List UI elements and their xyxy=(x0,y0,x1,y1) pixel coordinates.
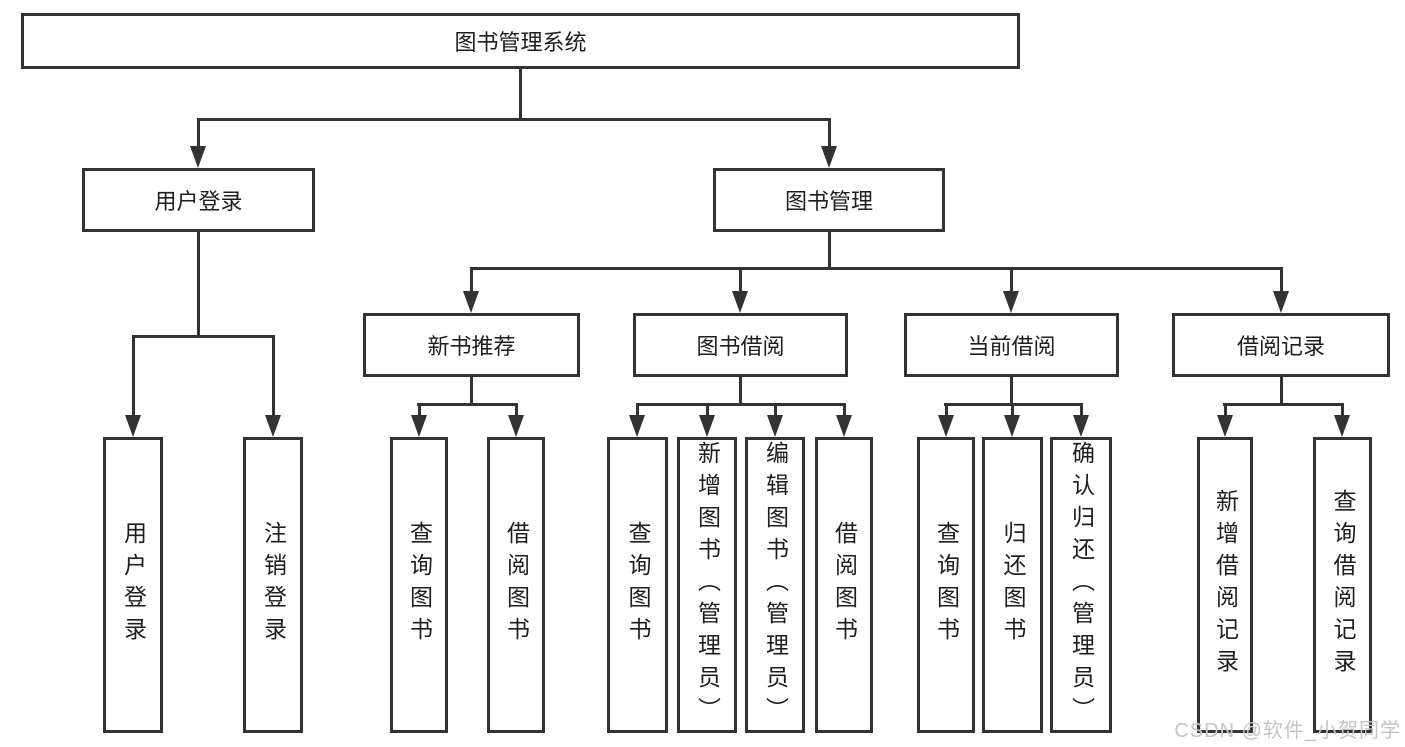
connector-line xyxy=(636,403,639,420)
connector-line xyxy=(272,335,275,420)
node-label: 借阅记录 xyxy=(1236,334,1325,359)
connector-line xyxy=(1010,267,1013,295)
arrow-down-icon xyxy=(1273,291,1289,313)
arrow-down-icon xyxy=(411,415,427,437)
leaf-confirm-return-admin: 确认归还（管理员） xyxy=(1050,437,1112,733)
leaf-query-books-borrowing: 查询图书 xyxy=(607,437,668,733)
node-label: 编辑图书（管理员） xyxy=(762,441,789,729)
node-label: 新增借阅记录 xyxy=(1212,489,1239,681)
connector-line xyxy=(470,267,1283,270)
arrow-down-icon xyxy=(836,415,852,437)
node-label: 图书借阅 xyxy=(696,334,785,359)
arrow-down-icon xyxy=(767,415,783,437)
arrow-down-icon xyxy=(265,415,281,437)
node-label: 图书管理 xyxy=(784,189,873,214)
connector-line xyxy=(515,403,518,420)
arrow-down-icon xyxy=(1003,291,1019,313)
arrow-down-icon xyxy=(732,291,748,313)
node-book-borrowing: 图书借阅 xyxy=(633,313,848,377)
leaf-add-book-admin: 新增图书（管理员） xyxy=(677,437,737,733)
arrow-down-icon xyxy=(1004,415,1020,437)
arrow-down-icon xyxy=(463,291,479,313)
arrow-down-icon xyxy=(699,415,715,437)
node-library-management-system: 图书管理系统 xyxy=(21,13,1020,69)
node-label: 查询借阅记录 xyxy=(1330,489,1356,681)
connector-line xyxy=(1223,403,1343,406)
leaf-query-books-recommend: 查询图书 xyxy=(390,437,448,733)
connector-line xyxy=(828,118,831,150)
connector-line xyxy=(197,232,200,338)
arrow-down-icon xyxy=(508,415,524,437)
connector-line xyxy=(1224,403,1227,420)
connector-line xyxy=(197,118,200,150)
node-label: 查询图书 xyxy=(933,521,960,649)
node-label: 确认归还（管理员） xyxy=(1068,441,1095,729)
leaf-query-books-current: 查询图书 xyxy=(917,437,975,733)
connector-line xyxy=(1010,377,1013,406)
node-label: 归还图书 xyxy=(1000,521,1026,649)
node-label: 新增图书（管理员） xyxy=(694,441,721,729)
connector-line xyxy=(828,232,831,270)
node-label: 查询图书 xyxy=(406,521,433,649)
node-borrowing-records: 借阅记录 xyxy=(1172,313,1390,377)
connector-line xyxy=(843,403,846,420)
node-book-management: 图书管理 xyxy=(713,168,945,232)
connector-line xyxy=(1280,377,1283,406)
arrow-down-icon xyxy=(125,415,141,437)
arrow-down-icon xyxy=(1334,415,1350,437)
node-label: 查询图书 xyxy=(625,521,651,649)
node-label: 用户登录 xyxy=(120,521,147,649)
node-current-borrowing: 当前借阅 xyxy=(904,313,1119,377)
connector-line xyxy=(470,267,473,295)
connector-line xyxy=(945,403,948,420)
node-label: 用户登录 xyxy=(154,189,243,214)
leaf-edit-book-admin: 编辑图书（管理员） xyxy=(745,437,805,733)
connector-line xyxy=(1341,403,1344,420)
node-label: 当前借阅 xyxy=(967,334,1056,359)
arrow-down-icon xyxy=(1073,415,1089,437)
leaf-return-books: 归还图书 xyxy=(982,437,1043,733)
connector-line xyxy=(1011,403,1014,420)
arrow-down-icon xyxy=(190,146,206,168)
connector-line xyxy=(739,377,742,406)
leaf-query-borrow-record: 查询借阅记录 xyxy=(1313,437,1372,733)
connector-line xyxy=(418,403,421,420)
leaf-add-borrow-record: 新增借阅记录 xyxy=(1197,437,1253,733)
connector-line xyxy=(706,403,709,420)
node-label: 新书推荐 xyxy=(427,334,516,359)
leaf-logout: 注销登录 xyxy=(243,437,303,733)
arrow-down-icon xyxy=(629,415,645,437)
leaf-user-login: 用户登录 xyxy=(103,437,163,733)
csdn-watermark: CSDN @软件_小贺同学 xyxy=(1174,720,1401,742)
connector-line xyxy=(1080,403,1083,420)
leaf-borrow-books-borrowing: 借阅图书 xyxy=(815,437,873,733)
connector-line xyxy=(1280,267,1283,295)
connector-line xyxy=(197,118,831,121)
connector-line xyxy=(132,335,135,420)
connector-line xyxy=(132,335,275,338)
node-label: 图书管理系统 xyxy=(454,30,587,55)
arrow-down-icon xyxy=(938,415,954,437)
connector-line xyxy=(636,403,846,406)
leaf-borrow-books-recommend: 借阅图书 xyxy=(487,437,545,733)
connector-line xyxy=(470,377,473,406)
node-label: 借阅图书 xyxy=(831,521,858,649)
node-label: 注销登录 xyxy=(260,521,287,649)
arrow-down-icon xyxy=(821,146,837,168)
node-label: 借阅图书 xyxy=(503,521,530,649)
connector-line xyxy=(519,69,522,121)
node-new-book-recommend: 新书推荐 xyxy=(363,313,580,377)
node-user-login: 用户登录 xyxy=(82,168,315,232)
connector-line xyxy=(774,403,777,420)
connector-line xyxy=(417,403,518,406)
connector-line xyxy=(739,267,742,295)
arrow-down-icon xyxy=(1217,415,1233,437)
